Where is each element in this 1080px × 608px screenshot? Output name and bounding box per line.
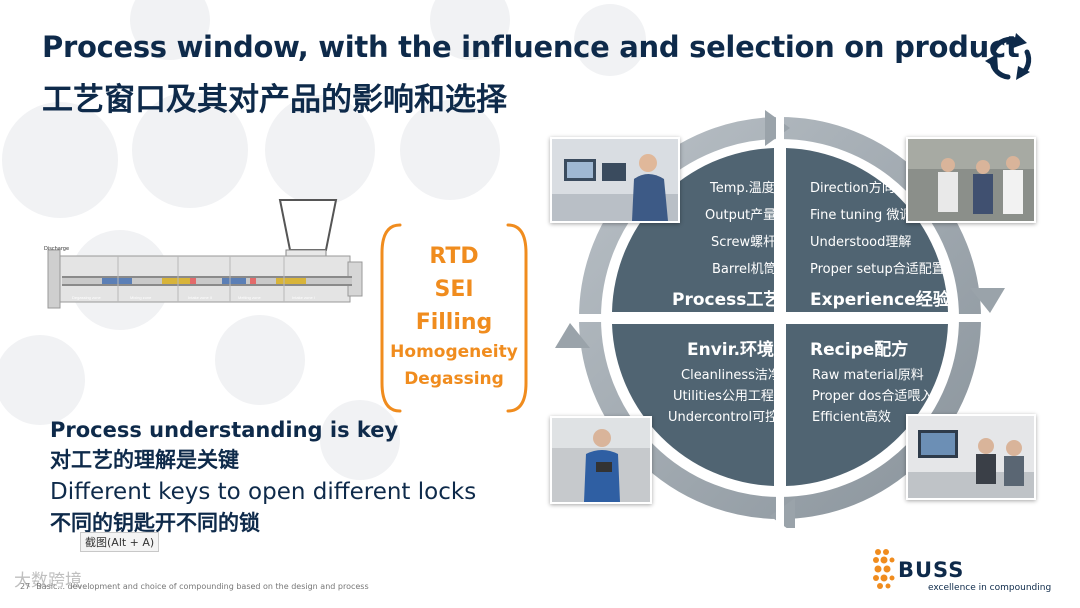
environment-item: Utilities公用工程: [673, 389, 774, 404]
footer: 27 Basic... development and choice of com…: [20, 582, 369, 591]
page-title: Process window, with the influence and s…: [42, 30, 1020, 64]
zone-label: Degassing zone: [72, 295, 101, 300]
key-line-cn: 对工艺的理解是关键: [50, 448, 239, 472]
properties-list: RTD SEI Filling Homogeneity Degassing: [378, 240, 530, 393]
process-item: Screw螺杆: [711, 235, 777, 250]
discharge-label: Discharge: [44, 246, 69, 252]
property-filling: Filling: [415, 310, 493, 335]
experience-item: Direction方向: [810, 181, 895, 196]
locks-line-cn: 不同的钥匙开不同的锁: [50, 511, 260, 535]
experience-title: Experience经验: [810, 290, 950, 310]
properties-bracket: [380, 223, 528, 413]
recipe-item: Raw material原料: [812, 368, 924, 383]
property-sei: SEI: [434, 277, 474, 302]
recipe-item: Proper dos合适喂入: [812, 389, 934, 404]
experience-item: Understood理解: [810, 235, 912, 250]
environment-item: Undercontrol可控: [668, 410, 779, 425]
cycle-arrows-icon: [985, 33, 1032, 80]
environment-title: Envir.环境: [687, 340, 775, 360]
zone-label: Intake zone I: [292, 295, 315, 300]
buss-logo-icon: [873, 549, 895, 589]
brand-name: BUSS: [898, 558, 965, 582]
key-statements: Process understanding is key 对工艺的理解是关键 D…: [50, 416, 476, 539]
zone-label: Mixing zone: [130, 295, 152, 300]
experience-item: Fine tuning 微调: [810, 208, 913, 223]
page-number: 27: [20, 582, 31, 591]
property-homogeneity: Homogeneity: [390, 342, 518, 362]
locks-line-en: Different keys to open different locks: [50, 479, 477, 505]
brand-tagline: excellence in compounding: [928, 583, 1052, 593]
zone-label: Intake zone II: [188, 295, 212, 300]
photo-lab-computer: [906, 414, 1036, 500]
recipe-title: Recipe配方: [810, 340, 909, 360]
process-title: Process工艺: [672, 290, 781, 310]
experience-item: Proper setup合适配置: [810, 262, 945, 277]
photo-team-meeting: [906, 137, 1036, 223]
environment-item: Cleanliness洁净: [681, 368, 781, 383]
process-wheel: [540, 108, 1010, 528]
photo-control-room: [550, 137, 680, 223]
photo-technician: [550, 416, 652, 504]
footer-text: Basic... development and choice of compo…: [36, 582, 369, 591]
process-item: Output产量: [705, 208, 777, 223]
property-rtd: RTD: [429, 244, 479, 269]
screenshot-tooltip: 截图(Alt + A): [80, 532, 160, 552]
key-line-en: Process understanding is key: [50, 418, 399, 442]
property-degassing: Degassing: [404, 369, 504, 389]
watermark: 大数跨境: [14, 571, 82, 591]
process-item: Barrel机筒: [712, 262, 777, 277]
zone-label: Melting zone: [238, 295, 261, 300]
recipe-item: Efficient高效: [812, 410, 891, 425]
extruder-diagram: Discharge Degassing zone Mixing zone Int…: [44, 199, 363, 309]
page-subtitle: 工艺窗口及其对产品的影响和选择: [42, 82, 507, 118]
process-item: Temp.温度: [710, 181, 775, 196]
